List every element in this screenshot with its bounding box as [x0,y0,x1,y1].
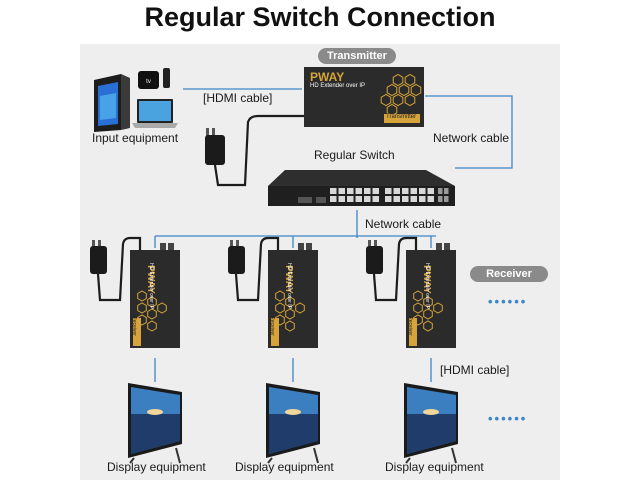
display-equipment-label-1: Display equipment [107,460,206,474]
receiver-2-subtitle-text: HD Extender over IP [285,263,292,309]
network-switch-device [268,170,455,206]
receiver-1-subtitle-text: HD Extender over IP [147,263,154,309]
hdmi-cable-label-bottom: [HDMI cable] [440,363,510,377]
transmitter-subtitle-text: HD Extender over IP [310,83,366,89]
display-equipment-label-3: Display equipment [385,460,484,474]
diagram-title: Regular Switch Connection [144,2,496,32]
display-monitor-icon-3 [404,383,458,464]
receiver-1-tag-text: Receiver [130,316,137,336]
tv-box-icon: tv [138,68,170,89]
transmitter-brand-text: PWAY [310,70,345,84]
hdmi-cable-label-top: [HDMI cable] [203,91,273,105]
transmitter-device [304,67,424,127]
receiver-device-3 [366,236,456,348]
input-equipment-label: Input equipment [92,131,179,145]
transmitter-power-adapter-icon [205,114,305,187]
receiver-device-2 [228,236,318,348]
more-displays-ellipsis-icon: •••••• [488,411,528,426]
receiver-2-tag-text: Receiver [268,316,275,336]
display-equipment-label-2: Display equipment [235,460,334,474]
laptop-icon [132,99,178,128]
network-line-transmitter-to-switch [425,95,513,169]
receiver-device-1 [90,236,180,348]
receiver-badge: Receiver [470,266,548,282]
receiver-3-tag-text: Receiver [406,316,413,336]
display-monitor-icon-1 [128,383,182,464]
network-cable-label-right: Network cable [433,131,510,145]
receiver-3-subtitle-text: HD Extender over IP [423,263,430,309]
pc-tower-icon [94,74,130,132]
display-monitor-icon-2 [266,383,320,464]
transmitter-badge: Transmitter [318,48,396,64]
svg-text:tv: tv [146,79,151,85]
regular-switch-label: Regular Switch [314,148,395,162]
more-receivers-ellipsis-icon: •••••• [488,294,528,309]
transmitter-tag-text: Transmitter [386,114,417,120]
network-cable-label-mid: Network cable [365,217,442,231]
